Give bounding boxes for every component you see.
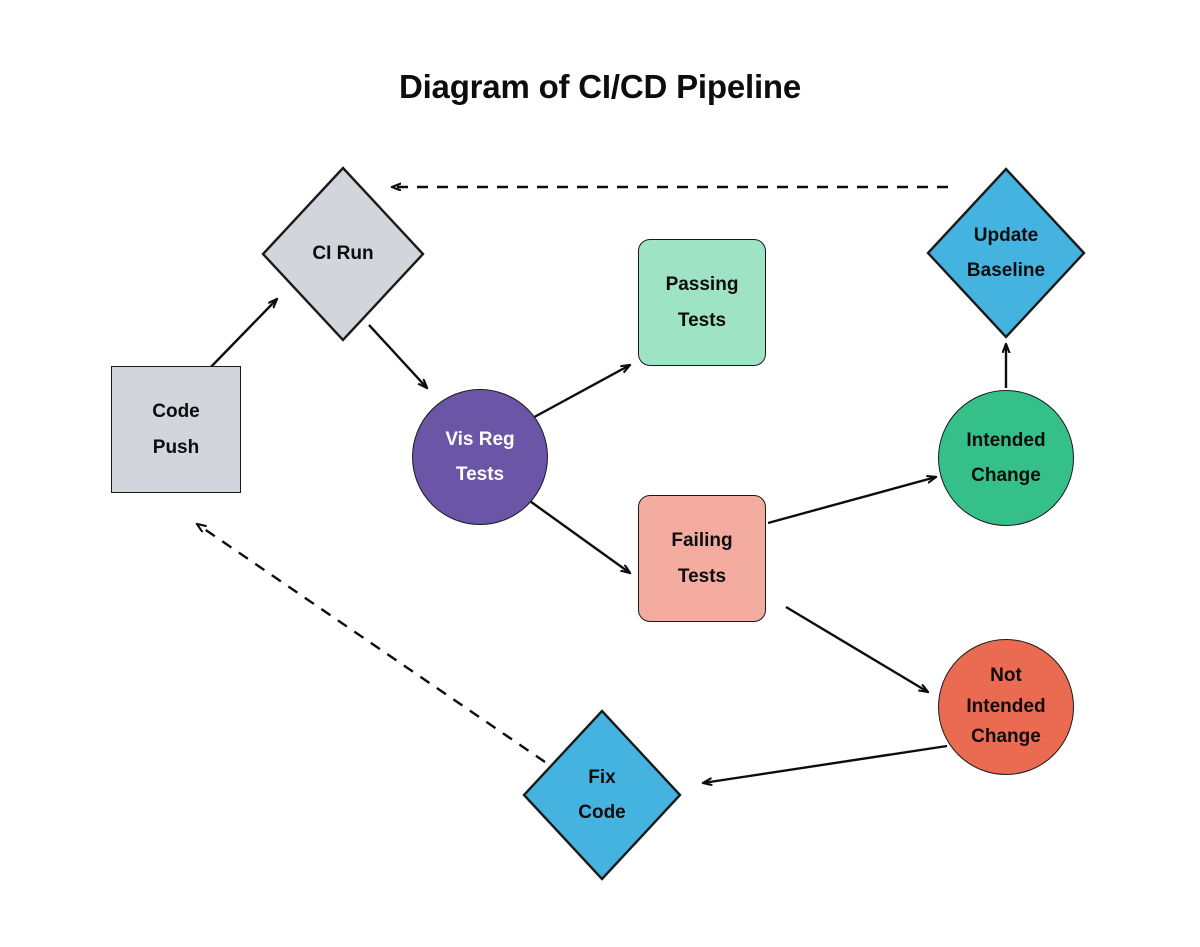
node-fix-code[interactable]: Fix Code: [522, 709, 682, 881]
node-failing-tests-label: Failing Tests: [671, 530, 733, 587]
node-not-intended-change[interactable]: Not Intended Change: [938, 639, 1074, 775]
node-code-push[interactable]: Code Push: [111, 366, 241, 493]
page-title: Diagram of CI/CD Pipeline: [398, 68, 802, 105]
edge-vis-reg-tests-to-passing-tests: [526, 365, 630, 423]
node-ci-run[interactable]: CI Run: [261, 166, 425, 342]
edge-not-intended-change-to-fix-code: [703, 744, 948, 783]
node-not-intended-change-label: Not Intended Change: [966, 664, 1046, 748]
node-passing-tests-label: Passing Tests: [665, 274, 739, 331]
fix-code-diamond-shape: [522, 709, 682, 881]
node-intended-change-label: Intended Change: [966, 429, 1046, 486]
node-failing-tests[interactable]: Failing Tests: [638, 495, 766, 622]
ci-run-diamond-shape: [261, 166, 425, 342]
edge-failing-tests-to-intended-change: [767, 477, 936, 525]
node-vis-reg-tests-label: Vis Reg Tests: [445, 428, 515, 485]
edge-vis-reg-tests-to-failing-tests: [526, 498, 630, 573]
node-code-push-label: Code Push: [152, 401, 200, 458]
node-update-baseline[interactable]: Update Baseline: [926, 167, 1086, 339]
edge-failing-tests-to-not-intended-change: [785, 605, 928, 692]
node-vis-reg-tests[interactable]: Vis Reg Tests: [412, 389, 548, 525]
node-intended-change[interactable]: Intended Change: [938, 390, 1074, 526]
node-passing-tests[interactable]: Passing Tests: [638, 239, 766, 366]
update-baseline-diamond-shape: [926, 167, 1086, 339]
edge-fix-code-to-code-push-dashed: [197, 524, 546, 763]
